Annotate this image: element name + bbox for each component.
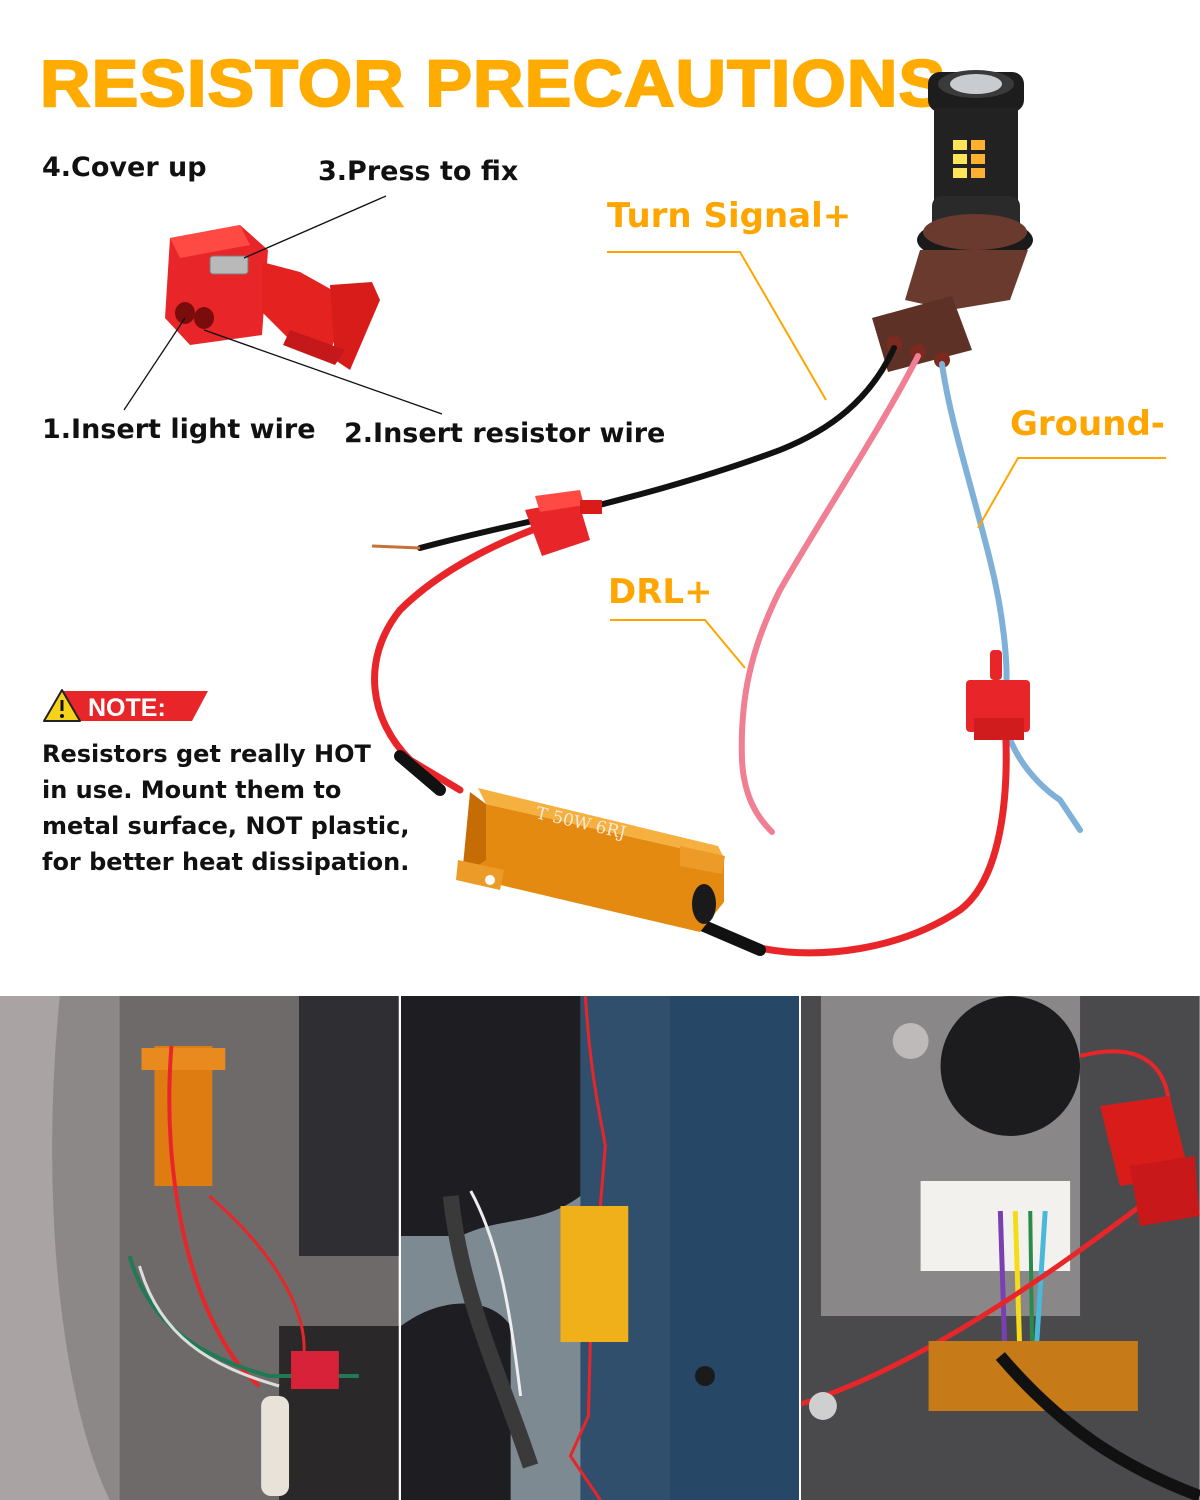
- note-text: Resistors get really HOT in use. Mount t…: [42, 736, 422, 880]
- step-4-label: 4.Cover up: [42, 152, 207, 183]
- warning-triangle-icon: [43, 689, 81, 722]
- installation-photos: [0, 996, 1200, 1500]
- turn-signal-label: Turn Signal+: [607, 196, 852, 236]
- tap-connector-illustration: [165, 225, 380, 370]
- note-line: in use. Mount them to: [42, 776, 342, 804]
- note-line: for better heat dissipation.: [42, 848, 410, 876]
- page-title: RESISTOR PRECAUTIONS: [39, 46, 947, 120]
- tap-connector-lower: [966, 650, 1030, 740]
- install-photo-2: [400, 996, 800, 1500]
- led-chips: [953, 140, 985, 178]
- photo-resistor: [560, 1206, 628, 1342]
- note-badge-text: NOTE:: [88, 694, 166, 722]
- step-1-label: 1.Insert light wire: [42, 414, 316, 445]
- install-photo-3: [801, 996, 1200, 1500]
- note-line: Resistors get really HOT: [42, 740, 371, 768]
- note-badge: NOTE:: [42, 688, 210, 724]
- led-bulb-illustration: [872, 70, 1033, 372]
- step-3-label: 3.Press to fix: [318, 156, 519, 187]
- wiring-diagram: T 50W 6RJ: [123, 70, 1166, 957]
- ground-label: Ground-: [1010, 404, 1165, 444]
- drl-label: DRL+: [608, 572, 713, 612]
- photo-resistor: [928, 1341, 1139, 1411]
- resistor-illustration: T 50W 6RJ: [394, 750, 766, 956]
- step-2-label: 2.Insert resistor wire: [344, 418, 666, 449]
- note-line: metal surface, NOT plastic,: [42, 812, 410, 840]
- tap-connector-upper: [525, 490, 602, 556]
- install-photo-1: [0, 996, 399, 1500]
